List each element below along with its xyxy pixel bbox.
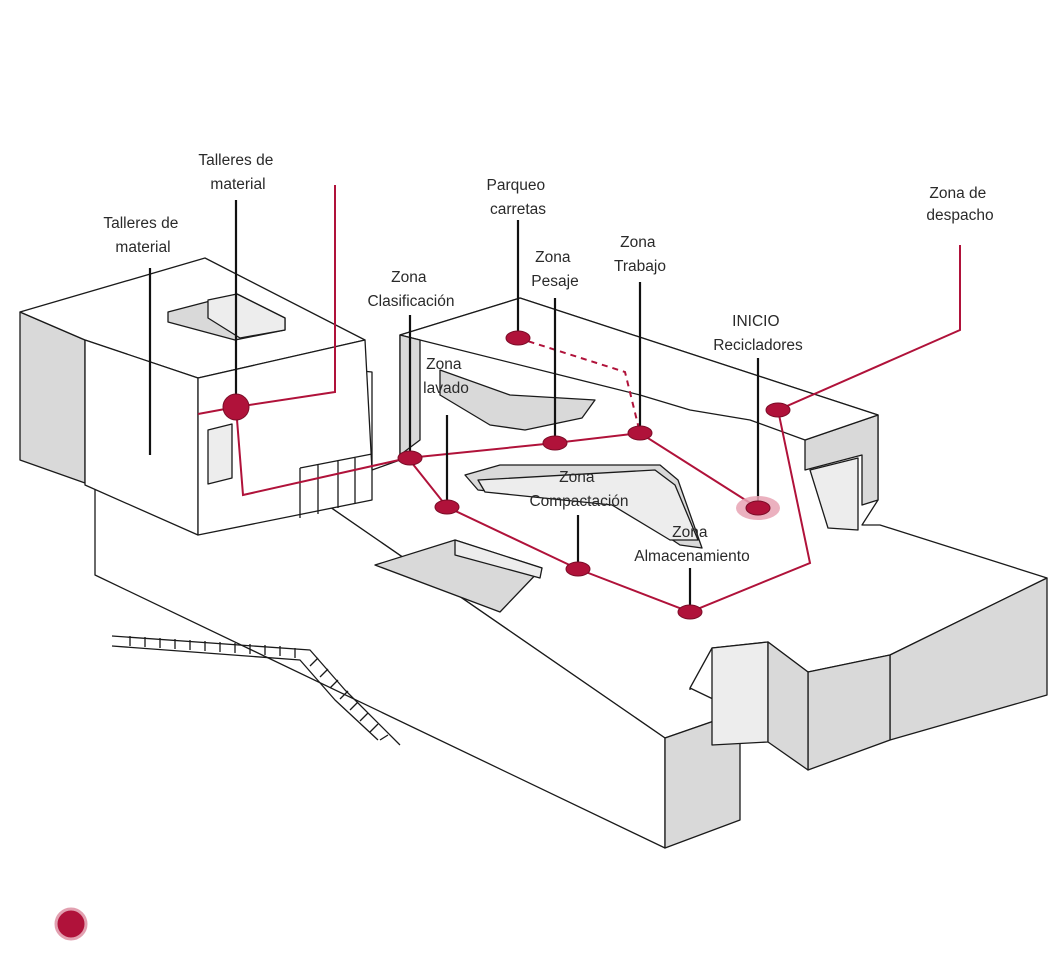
label-inicio: INICIO Recicladores bbox=[713, 313, 803, 354]
left-block-back bbox=[19, 311, 86, 484]
route-parqueo-dashed bbox=[517, 337, 641, 434]
label-almacenamiento: Zona Almacenamiento bbox=[634, 524, 749, 565]
courtyard-lower-wall bbox=[454, 539, 543, 579]
left-block-doors bbox=[299, 453, 373, 518]
circle-marker-icon bbox=[54, 907, 88, 941]
label-parqueo: Parqueo carretas bbox=[487, 177, 550, 218]
label-compactacion: Zona Compactación bbox=[529, 469, 628, 510]
label-pesaje: Zona Pesaje bbox=[531, 249, 578, 290]
label-talleres-top: Talleres de material bbox=[198, 152, 277, 193]
stop-inicio bbox=[745, 500, 771, 516]
staircase bbox=[111, 635, 401, 746]
label-despacho: Zona de despacho bbox=[926, 185, 993, 224]
stop-almacenamiento bbox=[677, 604, 703, 620]
stop-parqueo bbox=[505, 330, 531, 346]
stop-trabajo bbox=[627, 425, 653, 441]
left-block-window bbox=[207, 423, 233, 485]
label-talleres-left: Talleres de material bbox=[103, 215, 182, 256]
courtyard-lavado bbox=[439, 369, 596, 431]
building-massing bbox=[19, 257, 1048, 849]
stop-clasificacion bbox=[397, 450, 423, 466]
label-clasificacion: Zona Clasificación bbox=[367, 269, 454, 310]
stop-despacho bbox=[765, 402, 791, 418]
stop-compactacion bbox=[565, 561, 591, 577]
right-wing-front-2 bbox=[807, 654, 891, 771]
route-stops bbox=[222, 330, 791, 620]
front-slab-lower bbox=[689, 688, 691, 690]
legend bbox=[54, 907, 88, 941]
right-wing-notch-2 bbox=[767, 641, 809, 771]
right-wing-notch bbox=[711, 641, 769, 746]
stop-pesaje bbox=[542, 435, 568, 451]
route-main bbox=[407, 245, 961, 614]
zone-labels: Talleres de material Talleres de materia… bbox=[103, 152, 993, 565]
right-cutout-2 bbox=[809, 457, 859, 531]
stop-talleres bbox=[222, 393, 250, 421]
courtyard-compactacion-inner bbox=[477, 469, 699, 541]
label-lavado: Zona lavado bbox=[423, 356, 469, 397]
route-upper bbox=[407, 431, 759, 509]
leader-lines bbox=[148, 200, 760, 612]
stop-lavado bbox=[434, 499, 460, 515]
label-trabajo: Zona Trabajo bbox=[614, 234, 666, 275]
